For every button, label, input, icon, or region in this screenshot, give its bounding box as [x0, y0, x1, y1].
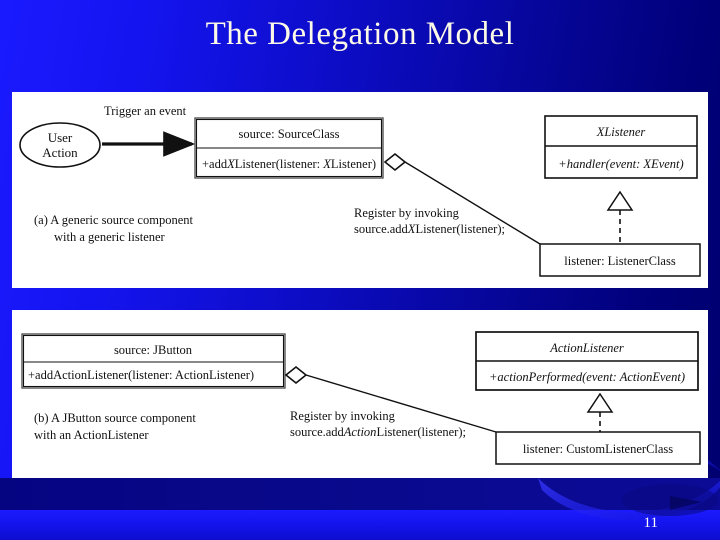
xlistener-method: +handler(event: XEvent) [558, 157, 683, 171]
register-note-a-line2: source.addXListener(listener); [354, 222, 505, 236]
figure-a-caption-line2: with a generic listener [54, 230, 166, 244]
register-note-a-line1: Register by invoking [354, 206, 460, 220]
actionlistener-name: ActionListener [549, 341, 624, 355]
trigger-event-label: Trigger an event [104, 104, 187, 118]
register-note-b-line2: source.addActionListener(listener); [290, 425, 466, 439]
custom-listener-class-box: listener: CustomListenerClass [495, 431, 701, 465]
jbutton-source-box: source: JButton +addActionListener(liste… [21, 333, 286, 389]
user-action-line2: Action [42, 145, 78, 160]
bottom-dark-band [0, 478, 720, 510]
source-class-box: source: SourceClass +addXListener(listen… [194, 117, 384, 179]
listener-class-box: listener: ListenerClass [539, 243, 701, 277]
figure-a-caption-line1: (a) A generic source component [34, 213, 193, 227]
actionlistener-interface-box: ActionListener +actionPerformed(event: A… [475, 331, 699, 391]
realization-connector-b [586, 392, 614, 432]
figure-b-caption-line2: with an ActionListener [34, 428, 149, 442]
figure-panel-a: User Action Trigger an event source: Sou… [12, 92, 708, 288]
listener-class-name: listener: ListenerClass [564, 254, 676, 268]
aggregation-connector-b [284, 365, 497, 433]
xlistener-name: XListener [596, 125, 646, 139]
source-class-header: source: SourceClass [238, 127, 339, 141]
figure-b-caption-line1: (b) A JButton source component [34, 411, 196, 425]
register-note-a: Register by invoking source.addXListener… [354, 206, 505, 236]
jbutton-source-method: +addActionListener(listener: ActionListe… [28, 368, 254, 382]
user-action-actor: User Action [19, 122, 101, 168]
figure-b-caption: (b) A JButton source component with an A… [34, 411, 196, 442]
figure-a-diagram: User Action Trigger an event source: Sou… [19, 104, 701, 277]
actionlistener-method: +actionPerformed(event: ActionEvent) [489, 370, 685, 384]
register-note-b-line1: Register by invoking [290, 409, 396, 423]
bottom-bright-band [0, 510, 720, 540]
figure-panel-b: source: JButton +addActionListener(liste… [12, 310, 708, 478]
xlistener-interface-box: XListener +handler(event: XEvent) [544, 115, 698, 179]
register-note-b: Register by invoking source.addActionLis… [290, 409, 466, 439]
realization-connector-a [606, 190, 634, 244]
page-title: The Delegation Model [205, 16, 515, 52]
aggregation-connector-a [383, 152, 541, 245]
jbutton-source-header: source: JButton [114, 343, 193, 357]
figure-b-diagram: source: JButton +addActionListener(liste… [21, 331, 701, 465]
custom-listener-class-name: listener: CustomListenerClass [523, 442, 673, 456]
user-action-line1: User [48, 130, 73, 145]
page-number: 11 [643, 515, 658, 531]
figure-a-caption: (a) A generic source component with a ge… [34, 213, 193, 244]
source-class-method: +addXListener(listener: XListener) [202, 157, 376, 171]
